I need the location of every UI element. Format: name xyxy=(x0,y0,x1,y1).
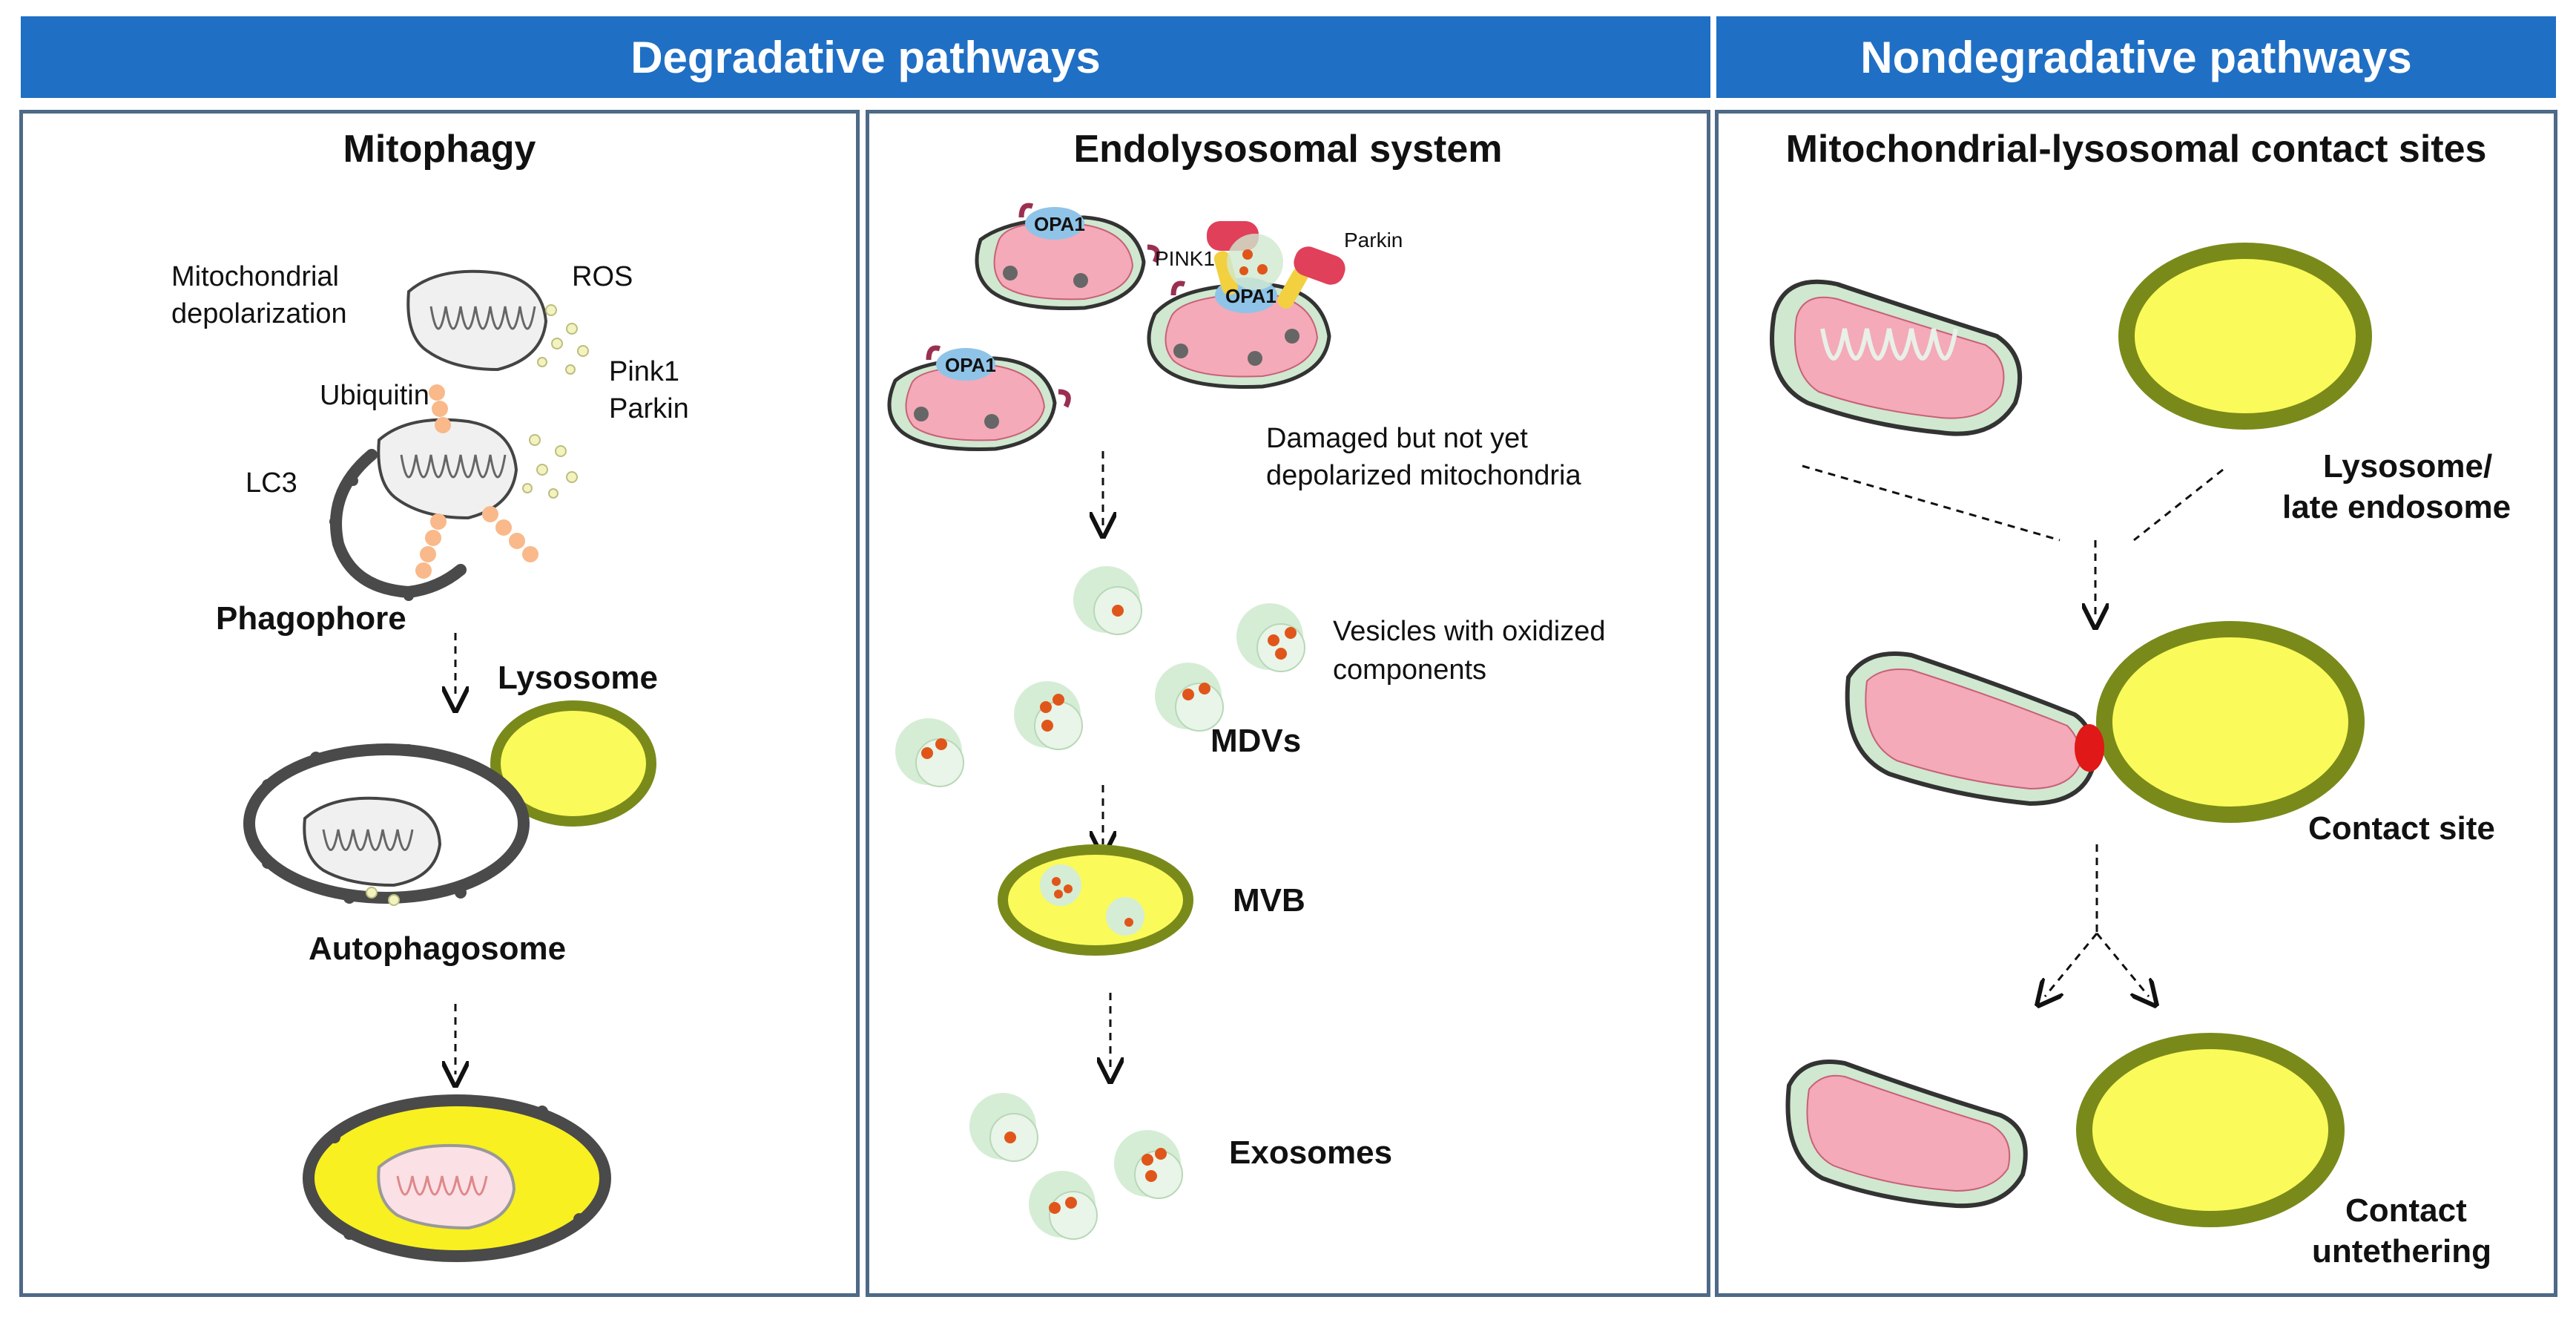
label-damaged-1: Damaged but not yet xyxy=(1266,423,1528,454)
lysosome-top xyxy=(2118,243,2372,430)
ros-dots-2 xyxy=(522,434,578,499)
label-untether-1: Contact xyxy=(2345,1192,2467,1229)
mitophagy-diagram: Mitochondrial depolarization ROS Pink1 P… xyxy=(171,261,689,1262)
panel-title-contact: Mitochondrial-lysosomal contact sites xyxy=(1785,128,2487,171)
label-mdvs: MDVs xyxy=(1210,723,1301,759)
autolysosome xyxy=(303,1094,611,1262)
lysosome-untethered xyxy=(2076,1033,2345,1227)
label-vesicles-2: components xyxy=(1333,654,1486,686)
header-degradative: Degradative pathways xyxy=(21,16,1710,98)
label-lysosome-2: late endosome xyxy=(2282,489,2511,525)
mitochondrion-untethered xyxy=(1785,1060,2028,1209)
ubiquitin-chains xyxy=(415,384,538,579)
converging-arrows xyxy=(1802,464,2224,617)
autophagosome xyxy=(243,743,530,906)
header-nondegradative-label: Nondegradative pathways xyxy=(1860,32,2412,82)
lysosome-contact xyxy=(2096,621,2365,823)
label-lc3: LC3 xyxy=(246,467,297,499)
label-untether-2: untethering xyxy=(2312,1233,2491,1270)
panel-title-mitophagy: Mitophagy xyxy=(343,128,536,171)
diverging-arrows xyxy=(2045,844,2149,996)
lysosome xyxy=(490,700,656,827)
mitochondrion-2 xyxy=(887,345,1071,451)
ros-dots xyxy=(537,304,589,375)
panel-endolysosomal: Endolysosomal system OPA1 OPA1 xyxy=(866,110,1710,1297)
label-pink1-endo: PINK1 xyxy=(1155,247,1215,270)
label-mitochondrial: Mitochondrial xyxy=(171,261,339,292)
label-exosomes: Exosomes xyxy=(1229,1134,1392,1171)
label-lysosome-1: Lysosome/ xyxy=(2323,448,2492,485)
mdv-vesicles xyxy=(895,566,1305,787)
mitochondrion-contact xyxy=(1845,651,2096,807)
opa1-label-1: OPA1 xyxy=(1034,213,1085,235)
label-parkin-endo: Parkin xyxy=(1344,229,1403,252)
mitochondrion-top xyxy=(1770,279,2023,436)
mitochondrion-1 xyxy=(975,203,1160,310)
panel-contact-sites: Mitochondrial-lysosomal contact sites Ly… xyxy=(1715,110,2557,1297)
label-mvb: MVB xyxy=(1233,882,1305,919)
panel-mitophagy: Mitophagy Mitochondrial depolarization R… xyxy=(19,110,860,1297)
label-depolarization: depolarization xyxy=(171,298,347,329)
label-ubiquitin: Ubiquitin xyxy=(320,380,429,411)
endolysosomal-diagram: OPA1 OPA1 OPA1 PINK1 Parkin xyxy=(887,203,1606,1240)
exosomes xyxy=(969,1093,1183,1240)
header-nondegradative: Nondegradative pathways xyxy=(1716,16,2556,98)
contact-site-marker xyxy=(2075,724,2104,772)
label-parkin: Parkin xyxy=(609,393,689,424)
label-damaged-2: depolarized mitochondria xyxy=(1266,460,1581,491)
label-phagophore: Phagophore xyxy=(216,600,406,637)
label-pink1: Pink1 xyxy=(609,356,679,387)
label-ros: ROS xyxy=(572,261,633,292)
depolarized-mitochondrion xyxy=(406,269,548,372)
header-degradative-label: Degradative pathways xyxy=(630,32,1101,82)
contact-diagram: Lysosome/ late endosome Contact site xyxy=(1770,243,2511,1270)
label-contact-site: Contact site xyxy=(2308,810,2495,847)
ubiquitinated-mitochondrion xyxy=(377,418,518,520)
label-autophagosome: Autophagosome xyxy=(309,930,566,967)
label-vesicles-1: Vesicles with oxidized xyxy=(1333,616,1606,647)
mvb xyxy=(998,844,1193,956)
panel-title-endolysosomal: Endolysosomal system xyxy=(1073,128,1503,171)
opa1-label-2: OPA1 xyxy=(945,354,996,376)
opa1-label-3: OPA1 xyxy=(1225,285,1277,307)
phagophore xyxy=(329,449,467,601)
mitochondrion-3 xyxy=(1147,221,1345,389)
label-lysosome: Lysosome xyxy=(498,660,658,696)
